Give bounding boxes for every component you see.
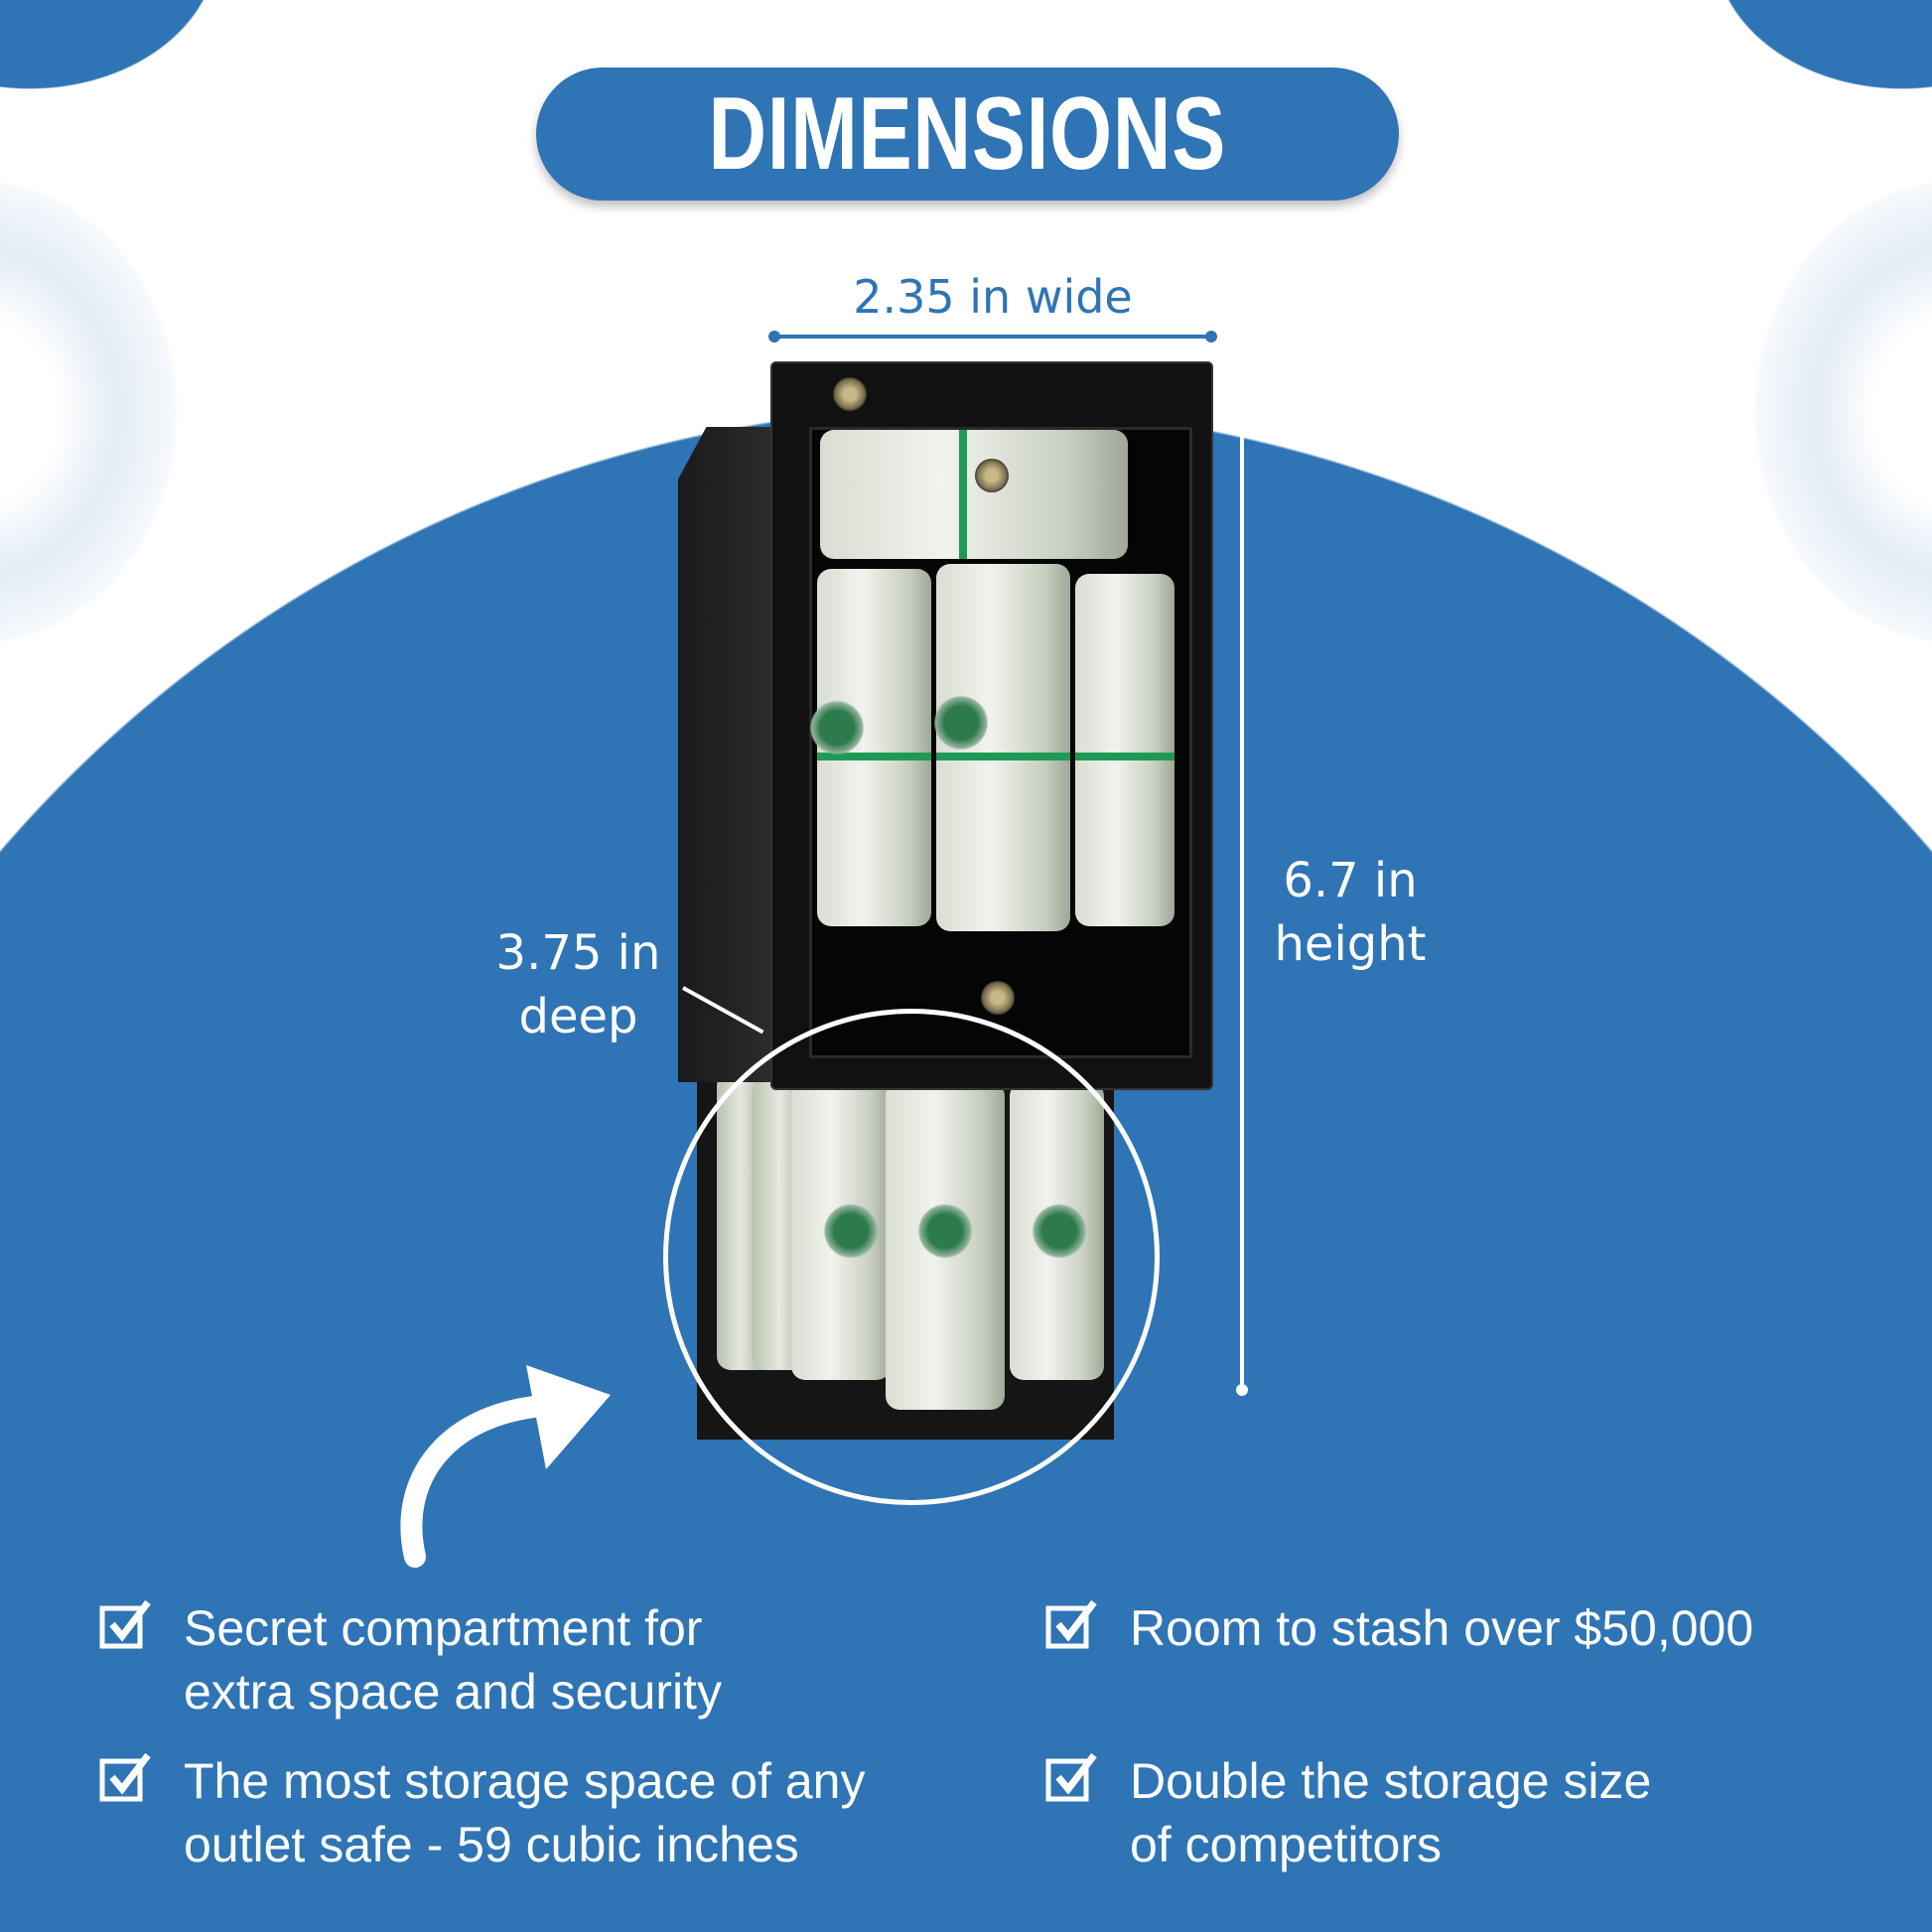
screw-icon: [833, 377, 867, 411]
feature-text: Room to stash over $50,000: [1130, 1600, 1754, 1656]
feature-item: Room to stash over $50,000: [1044, 1596, 1753, 1660]
feature-item: The most storage space of any outlet safe…: [98, 1749, 865, 1876]
curved-arrow-icon: [400, 1365, 611, 1568]
depth-value: 3.75 in: [495, 925, 661, 981]
feature-text: Secret compartment for: [184, 1600, 703, 1656]
highlight-circle: [663, 1009, 1160, 1505]
feature-text: Double the storage size: [1130, 1753, 1652, 1809]
feature-text: outlet safe - 59 cubic inches: [184, 1817, 799, 1872]
page-title: DIMENSIONS: [708, 75, 1227, 192]
screw-icon: [981, 981, 1015, 1015]
height-value: 6.7 in: [1283, 853, 1418, 908]
checkbox-checked-icon: [99, 1752, 151, 1802]
safe-side-panel: [678, 427, 772, 1082]
depth-unit: deep: [518, 989, 638, 1044]
feature-item: Secret compartment for extra space and se…: [98, 1596, 722, 1724]
title-banner: DIMENSIONS: [536, 68, 1399, 201]
checkbox-checked-icon: [1045, 1752, 1097, 1802]
safe-interior: [807, 427, 1192, 1058]
height-unit: height: [1274, 916, 1427, 972]
width-label: 2.35 in wide: [853, 270, 1133, 324]
width-dimension-line: [768, 331, 1217, 343]
height-label: 6.7 in height: [1251, 849, 1449, 976]
depth-label: 3.75 in deep: [486, 921, 670, 1048]
height-dimension-line: [1236, 423, 1248, 1396]
feature-text: extra space and security: [184, 1664, 722, 1720]
screw-icon: [975, 459, 1009, 492]
checkbox-checked-icon: [99, 1599, 151, 1649]
checkbox-checked-icon: [1045, 1599, 1097, 1649]
feature-item: Double the storage size of competitors: [1044, 1749, 1651, 1876]
feature-text: The most storage space of any: [184, 1753, 866, 1809]
feature-text: of competitors: [1130, 1817, 1443, 1872]
